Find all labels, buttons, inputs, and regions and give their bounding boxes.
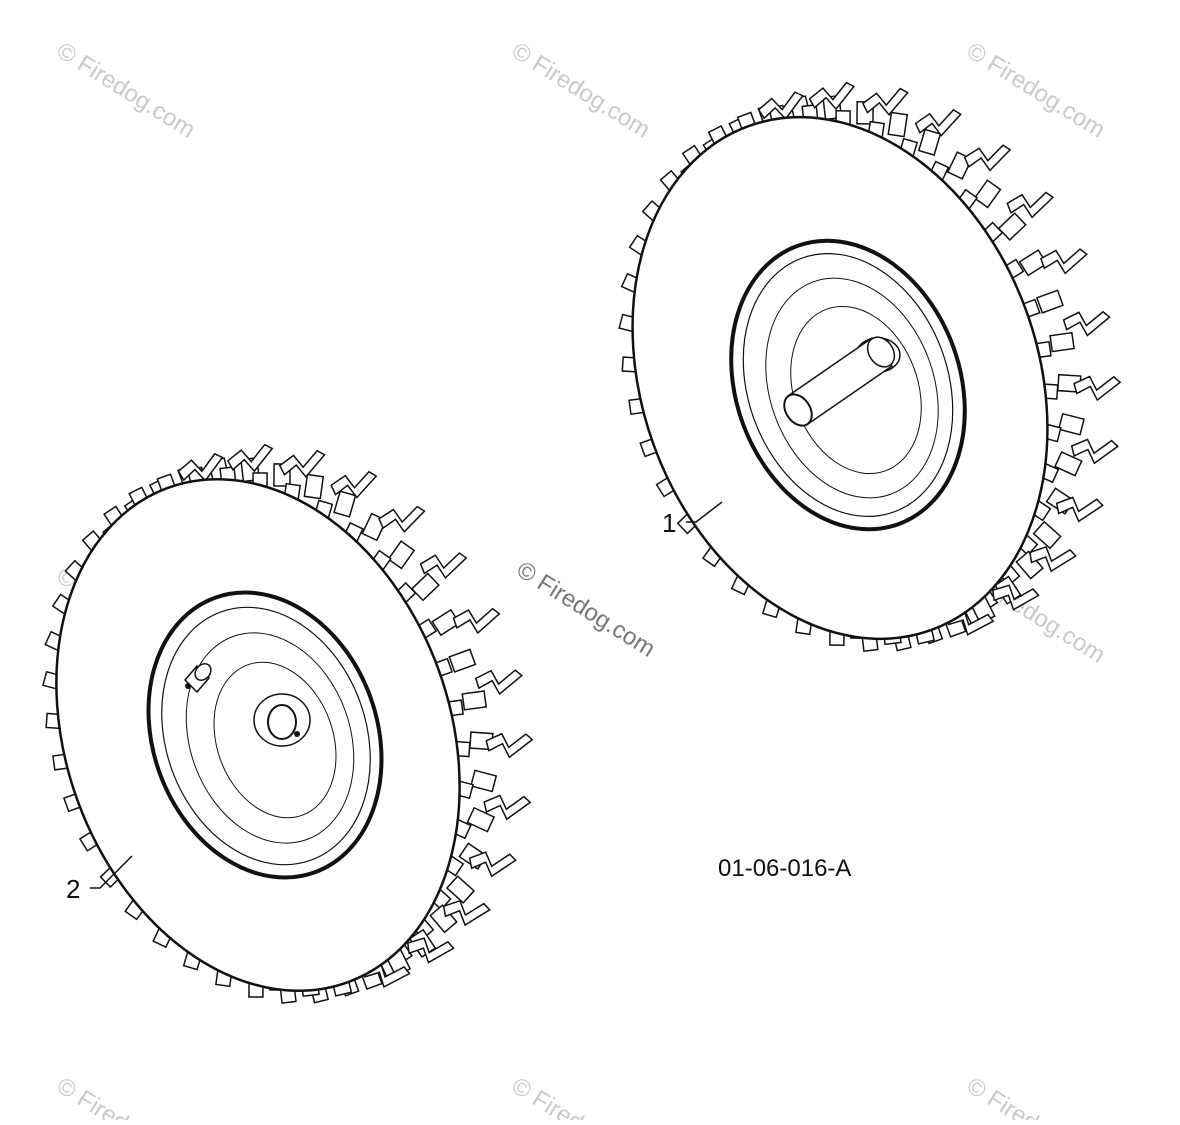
tread-chevron [468,851,517,878]
tread-lug [1035,289,1064,314]
rim-ring [742,253,954,517]
tread-chevron [378,505,426,533]
watermark-text: © Firedog.com [52,1072,200,1120]
tread-chevron [442,899,491,927]
tread-lug [1057,412,1085,436]
tread-chevron [330,470,378,499]
tread-chevron [177,452,224,482]
callout-2: 2 [66,855,133,904]
tread-chevron [914,108,962,137]
tread-chevron [474,669,523,696]
leader-line [90,855,133,889]
tread-chevron [1062,310,1111,337]
watermark-text: © Firedog.com [507,37,655,143]
rim-ring [213,661,337,819]
tread-lug [917,128,942,156]
tread-lug [303,473,325,500]
tread-lug [997,212,1027,241]
tread-lug [410,572,440,602]
callout-number: 2 [66,874,80,904]
tread-chevron [483,794,532,821]
drawing-code: 01-06-016-A [718,855,851,882]
tread-lug [461,690,488,711]
tread-lug [333,490,357,518]
tread-chevron [1073,375,1122,402]
tread-chevron [278,449,326,479]
tread-chevron [485,732,534,759]
tread-chevron [861,87,909,116]
tread-lug [973,179,1002,209]
tread-lug [448,648,477,673]
tread-chevron [1070,438,1119,465]
tread-lug [1054,450,1083,477]
tread-lug [387,540,416,570]
tread-chevron [1029,546,1077,573]
valve-stem [183,663,212,694]
tread-chevron [963,144,1012,172]
callout-1: 1 [662,501,723,538]
watermark-text: © Firedog.com [52,37,200,143]
leader-line [686,501,723,523]
watermark-center: © Firedog.com [512,556,660,662]
wheel-with-valve [42,443,534,1004]
tread-chevron [991,584,1040,611]
tread-chevron [226,443,274,473]
tread-lug [445,875,476,904]
watermark-text: © Firedog.com [962,37,1110,143]
wheel-with-axle [618,81,1122,652]
tread-chevron [1006,191,1055,219]
tread-chevron [1055,496,1104,523]
tread-chevron [452,607,501,635]
rim-ring [161,606,371,866]
watermark-text: © Firedog.com [962,1072,1110,1120]
tread-lug [469,769,498,793]
tread-chevron [808,81,856,111]
tread-lug [1049,331,1075,353]
tread-chevron [757,91,804,121]
tread-lug [1032,520,1062,550]
axle-shaft [783,336,896,427]
tread-chevron [406,937,455,964]
tread-lug [887,111,909,138]
tread-chevron [1039,248,1088,275]
tread-lug [466,806,496,833]
watermark-text: © Firedog.com [507,1072,655,1120]
hub-bore [253,693,311,747]
rim-ring [185,632,355,844]
callout-number: 1 [662,508,676,538]
rim-ring [765,277,939,499]
tread-chevron [419,552,468,580]
